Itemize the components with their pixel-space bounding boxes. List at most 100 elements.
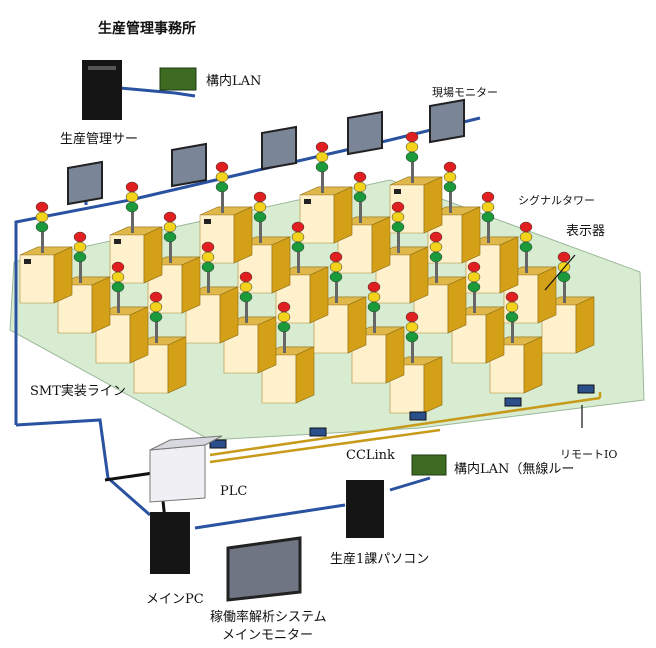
plc-top (149, 435, 223, 451)
tower-light (215, 161, 229, 173)
lan-cables-front (15, 254, 602, 530)
tower-light (519, 231, 533, 243)
tower-light (557, 271, 571, 283)
tower-pole (411, 161, 414, 183)
machine-side (257, 316, 277, 374)
field-monitor-2 (261, 125, 297, 171)
display-unit-label: 表示器 (566, 224, 606, 239)
tower-light (73, 231, 87, 243)
signal-tower (443, 161, 457, 213)
tower-light (429, 231, 443, 243)
lan-backbone-2 (119, 86, 196, 98)
sect1-pc-icon (346, 480, 384, 538)
lan-top-label: 構内LAN (206, 74, 262, 89)
tower-light (201, 241, 215, 253)
field-monitor-0 (67, 160, 103, 206)
signal-tower (35, 201, 49, 253)
machine-side (409, 246, 429, 304)
tower-pole (131, 211, 134, 233)
machine-side (129, 306, 149, 364)
machine-side (295, 346, 315, 404)
server-bay (88, 66, 116, 70)
tower-light (505, 311, 519, 323)
machine-side (347, 296, 367, 354)
display-unit (304, 199, 311, 204)
tower-pole (259, 221, 262, 243)
system-label-2: メインモニター (222, 628, 314, 643)
signal-tower (329, 251, 343, 303)
machine (299, 186, 353, 244)
tower-light (367, 301, 381, 313)
signal-tower (291, 221, 305, 273)
signal-tower-label: シグナルタワー (518, 194, 595, 207)
tower-light (239, 291, 253, 303)
tower-light (505, 291, 519, 303)
wireless-hub-icon (411, 454, 447, 476)
server-label: 生産管理サー (60, 132, 139, 147)
tower-pole (563, 281, 566, 303)
tower-light (443, 181, 457, 193)
signal-tower (201, 241, 215, 293)
lan-to-pc (194, 476, 431, 530)
system-label-1: 稼働率解析システム (210, 610, 327, 625)
field-monitor-label: 現場モニター (432, 86, 498, 99)
tower-light (329, 261, 343, 273)
signal-tower (163, 211, 177, 263)
tower-light (467, 261, 481, 273)
tower-light (315, 151, 329, 163)
signal-tower (467, 261, 481, 313)
tower-light (73, 241, 87, 253)
lan-backbone-0 (14, 116, 481, 425)
tower-light (201, 251, 215, 263)
tower-light (35, 211, 49, 223)
machine-side (485, 306, 505, 364)
tower-light (353, 191, 367, 203)
machine-side (423, 176, 443, 234)
machine-side (53, 246, 73, 304)
plc-label: PLC (220, 484, 248, 499)
tower-light (519, 241, 533, 253)
tower-light (239, 271, 253, 283)
tower-pole (449, 191, 452, 213)
machine-side (219, 286, 239, 344)
tower-light (163, 231, 177, 243)
field-monitor-4 (429, 98, 465, 144)
tower-light (329, 251, 343, 263)
display-unit (114, 239, 121, 244)
machine-side (271, 236, 291, 294)
tower-pole (511, 321, 514, 343)
tower-light (277, 301, 291, 313)
tower-light (201, 261, 215, 273)
machine-side (181, 256, 201, 314)
tower-light (291, 241, 305, 253)
machine-side (537, 266, 557, 324)
tower-light (35, 221, 49, 233)
signal-tower (405, 311, 419, 363)
tower-light (367, 281, 381, 293)
tower-light (405, 131, 419, 143)
tower-light (163, 221, 177, 233)
machine-side (371, 216, 391, 274)
tower-light (215, 171, 229, 183)
signal-tower (505, 291, 519, 343)
tower-pole (117, 291, 120, 313)
remote-io-0 (209, 439, 227, 449)
tower-light (291, 221, 305, 233)
tower-light (253, 201, 267, 213)
tower-light (405, 321, 419, 333)
signal-tower (519, 221, 533, 273)
signal-tower (391, 201, 405, 253)
machine-side (385, 326, 405, 384)
tower-pole (473, 291, 476, 313)
signal-tower (481, 191, 495, 243)
machine-side (523, 336, 543, 394)
display-unit (394, 189, 401, 194)
tower-pole (411, 341, 414, 363)
field-monitor-3 (347, 110, 383, 156)
tower-light (329, 271, 343, 283)
remote-io-2 (409, 411, 427, 421)
tower-pole (487, 221, 490, 243)
signal-tower (239, 271, 253, 323)
tower-light (125, 181, 139, 193)
